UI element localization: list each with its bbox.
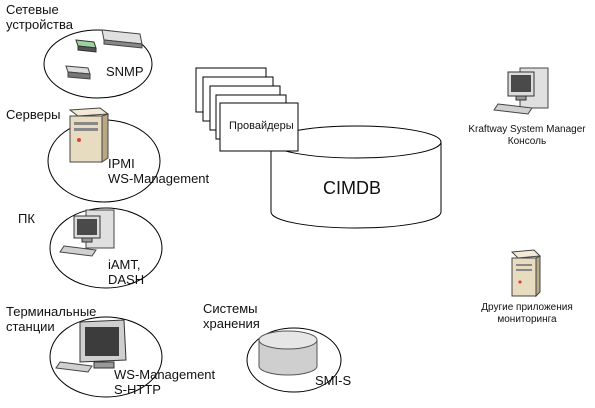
server-tower-icon	[68, 107, 110, 163]
network-title-line1: Сетевые	[6, 2, 59, 17]
snmp-label: SNMP	[106, 64, 144, 79]
ipmi-label: IPMI	[108, 156, 135, 171]
pc-computer-icon	[59, 209, 115, 257]
pc-title: ПК	[18, 211, 35, 226]
ws-management-terminal-label: WS-Management	[114, 367, 216, 382]
storage-title-line2: хранения	[203, 315, 260, 331]
ws-management-label: WS-Management	[108, 170, 210, 186]
dash-label: DASH	[108, 271, 145, 287]
storage-title-line1: Системы	[203, 301, 258, 316]
other-monitoring-line2: мониторинга	[497, 313, 557, 325]
servers-title: Серверы	[6, 107, 61, 122]
iamt-label: iAMT,	[108, 257, 141, 272]
storage-cylinder-icon	[258, 330, 318, 376]
other-monitoring-line1: Другие приложения	[481, 302, 573, 313]
pc-protocols: iAMT,DASH	[108, 257, 145, 288]
console-workstation-icon	[493, 67, 549, 115]
smi-s-label: SMI-S	[315, 373, 352, 388]
terminals-title-line1: Терминальные	[6, 304, 97, 319]
terminal-station-icon	[55, 319, 127, 373]
monitoring-server-icon	[510, 249, 542, 298]
s-http-label: S-HTTP	[114, 381, 161, 397]
router-icon	[75, 39, 97, 53]
console-label-line1: Kraftway System Manager	[468, 124, 586, 135]
console-label-line2: Консоль	[507, 135, 547, 147]
network-title-line2: устройства	[6, 16, 73, 32]
providers-label: Провайдеры	[229, 120, 294, 132]
cimdb-database-icon	[219, 102, 442, 229]
network-devices-ellipse	[43, 29, 153, 99]
terminals-title-line2: станции	[6, 318, 55, 334]
cimdb-label: CIMDB	[323, 178, 381, 198]
hub-icon	[65, 65, 91, 80]
switch-icon	[101, 29, 143, 49]
